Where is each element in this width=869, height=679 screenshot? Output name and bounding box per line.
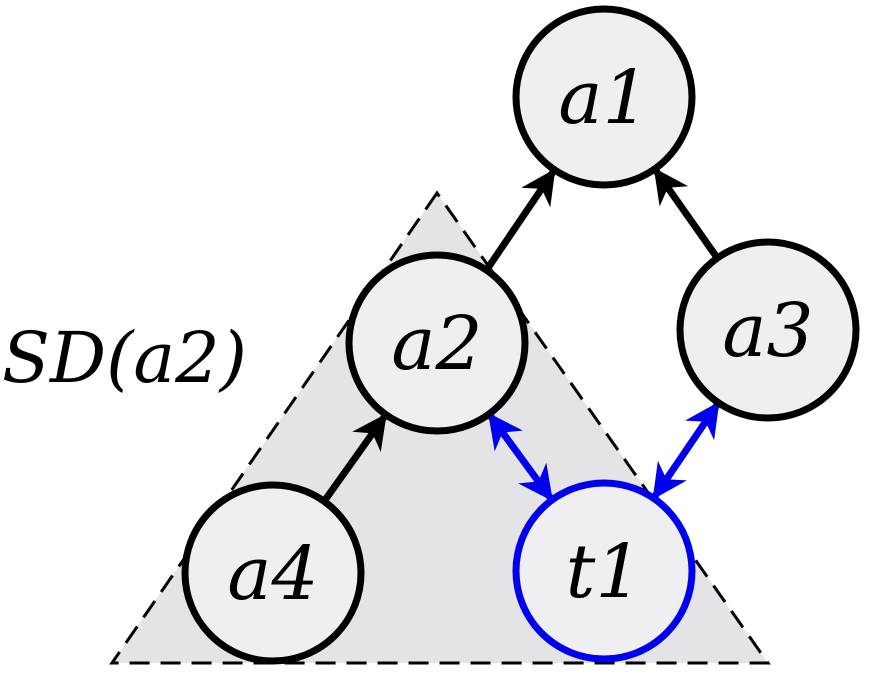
node-circle-a1 [512, 5, 696, 189]
subtree-region-label: SD(a2) [2, 317, 247, 399]
nodes-layer: a1 a2 a3 a4 t1 [181, 5, 860, 665]
edge-a2-a1 [484, 168, 557, 271]
edge-a3-a1 [652, 167, 720, 259]
node-label-a4: a4 [227, 531, 318, 617]
node-label-t1: t1 [566, 529, 643, 615]
node-circle-a3 [676, 238, 860, 422]
node-a4: a4 [181, 481, 365, 665]
edge-a2-t1 [487, 412, 554, 502]
edges-layer [322, 167, 721, 502]
node-circle-a2 [345, 251, 529, 435]
node-circle-t1 [512, 479, 696, 663]
node-label-a2: a2 [391, 301, 482, 387]
node-a1: a1 [512, 5, 696, 189]
edge-a3-t1 [651, 401, 721, 500]
node-label-a1: a1 [558, 55, 649, 141]
edge-a4-a2 [322, 413, 388, 502]
node-circle-a4 [181, 481, 365, 665]
node-label-a3: a3 [722, 288, 813, 374]
node-a2: a2 [345, 251, 529, 435]
node-t1: t1 [512, 479, 696, 663]
node-a3: a3 [676, 238, 860, 422]
